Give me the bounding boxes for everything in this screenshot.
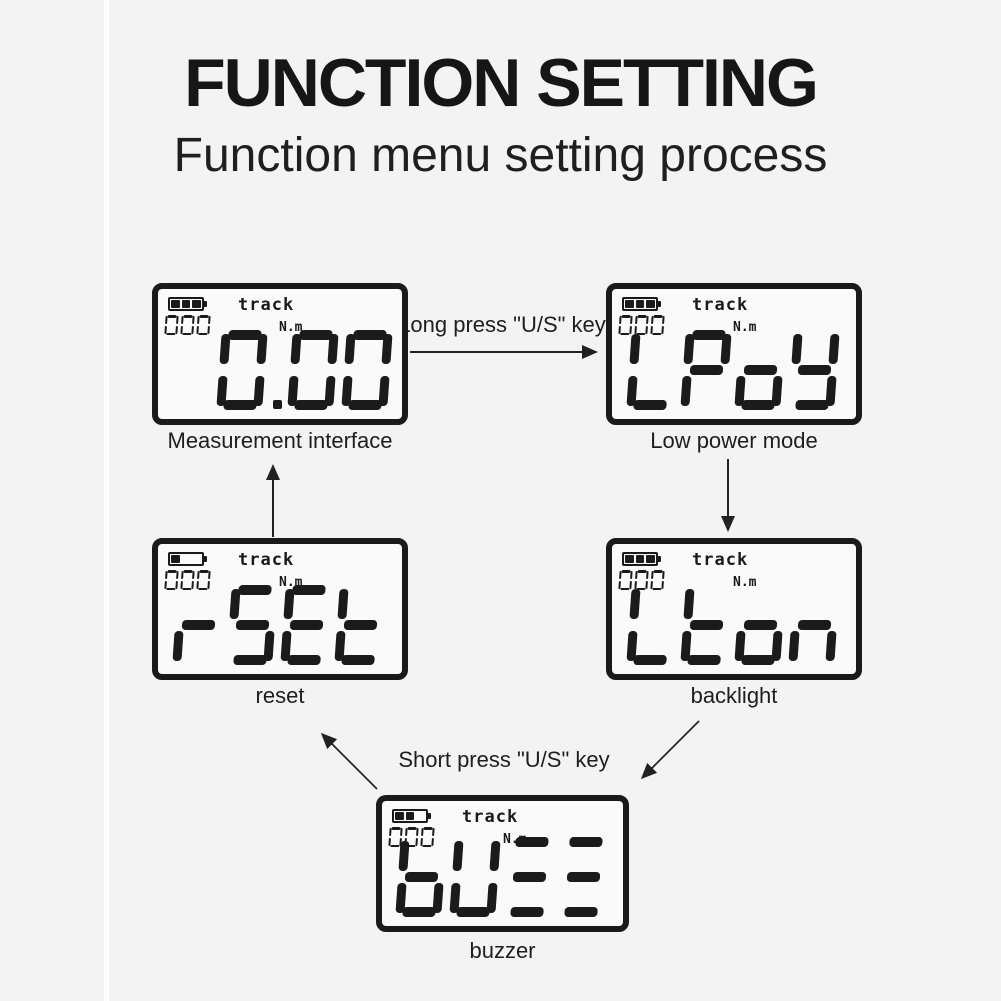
track-label: track: [692, 295, 749, 315]
lcd-screen-low-power: track N.m: [606, 283, 862, 425]
sevenseg-char: [172, 585, 224, 665]
sevenseg-char: [226, 585, 278, 665]
page-title: FUNCTION SETTING: [184, 45, 819, 121]
sevenseg-char: [680, 330, 732, 410]
sevenseg-char: [788, 585, 840, 665]
sevenseg-char: [557, 837, 609, 917]
unit-label: N.m: [733, 320, 757, 335]
background-seam: [104, 0, 109, 1001]
screen-caption-measurement: Measurement interface: [167, 428, 393, 453]
main-display: [622, 330, 844, 410]
sevenseg-char: [280, 585, 332, 665]
long-press-label: Long press "U/S" key: [398, 312, 606, 337]
arrow-buzzer-to-reset: [320, 732, 378, 790]
short-press-label: Short press "U/S" key: [398, 747, 610, 772]
track-label: track: [238, 550, 295, 570]
battery-icon: [168, 552, 207, 566]
sevenseg-char: [734, 585, 786, 665]
main-display: [622, 585, 844, 665]
decimal-point: [273, 330, 282, 410]
sevenseg-char: [394, 837, 447, 917]
main-display: [392, 837, 611, 917]
track-label: track: [462, 807, 519, 827]
sevenseg-char: [216, 330, 268, 410]
sevenseg-char: [448, 837, 501, 917]
battery-icon: [392, 809, 431, 823]
battery-icon: [622, 552, 661, 566]
lcd-screen-buzzer: track N.m: [376, 795, 629, 932]
sevenseg-char: [503, 837, 555, 917]
screen-caption-reset: reset: [255, 683, 305, 708]
page-subtitle: Function menu setting process: [173, 129, 828, 182]
battery-icon: [168, 297, 207, 311]
sevenseg-char: [287, 330, 339, 410]
unit-label: N.m: [733, 575, 757, 590]
sevenseg-char: [626, 330, 678, 410]
sevenseg-char: [788, 330, 840, 410]
sevenseg-char: [680, 585, 732, 665]
screen-caption-backlight: backlight: [690, 683, 778, 708]
arrow-backlight-to-buzzer: [640, 720, 700, 780]
lcd-screen-backlight: track N.m: [606, 538, 862, 680]
screen-caption-buzzer: buzzer: [469, 938, 536, 963]
track-label: track: [692, 550, 749, 570]
screen-caption-low-power: Low power mode: [650, 428, 818, 453]
track-label: track: [238, 295, 295, 315]
unit-label: N.m: [279, 320, 303, 335]
lcd-screen-reset: track N.m: [152, 538, 408, 680]
sevenseg-char: [334, 585, 386, 665]
sevenseg-char: [341, 330, 393, 410]
lcd-screen-measurement: track N.m: [152, 283, 408, 425]
main-display: [168, 585, 390, 665]
sevenseg-char: [626, 585, 678, 665]
battery-icon: [622, 297, 661, 311]
sevenseg-char: [734, 330, 786, 410]
main-display: [168, 330, 393, 410]
